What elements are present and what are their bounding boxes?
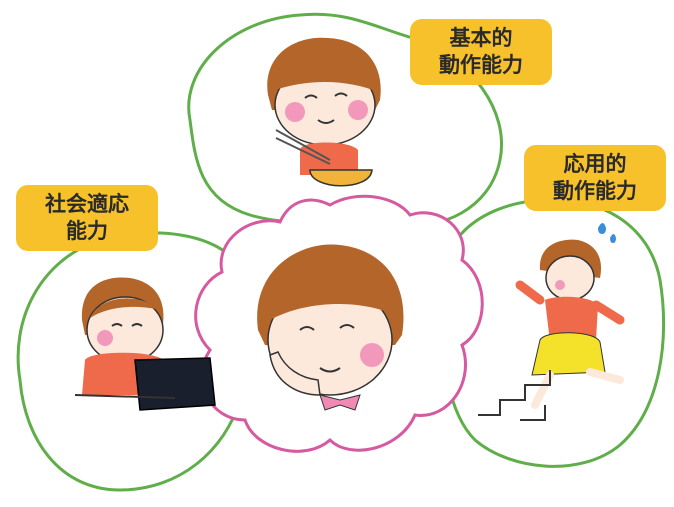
label-applied-line1: 応用的 [563, 152, 627, 176]
label-social-line1: 社会適応 [45, 192, 129, 216]
label-basic-motor-ability: 基本的 動作能力 [410, 19, 552, 85]
label-applied-motor-ability: 応用的 動作能力 [524, 145, 666, 211]
girl-running-illustration [478, 239, 625, 421]
label-applied-line2: 動作能力 [553, 179, 637, 203]
label-social-line2: 能力 [66, 219, 108, 243]
sweat-drop-icon [598, 223, 616, 243]
girl-eating-illustration [267, 37, 381, 187]
label-social-adaptation-ability: 社会適応 能力 [16, 185, 158, 251]
label-basic-line1: 基本的 [449, 26, 513, 50]
girl-laptop-illustration [74, 277, 216, 411]
girl-thinking-illustration [257, 244, 404, 411]
label-basic-line2: 動作能力 [439, 53, 523, 77]
